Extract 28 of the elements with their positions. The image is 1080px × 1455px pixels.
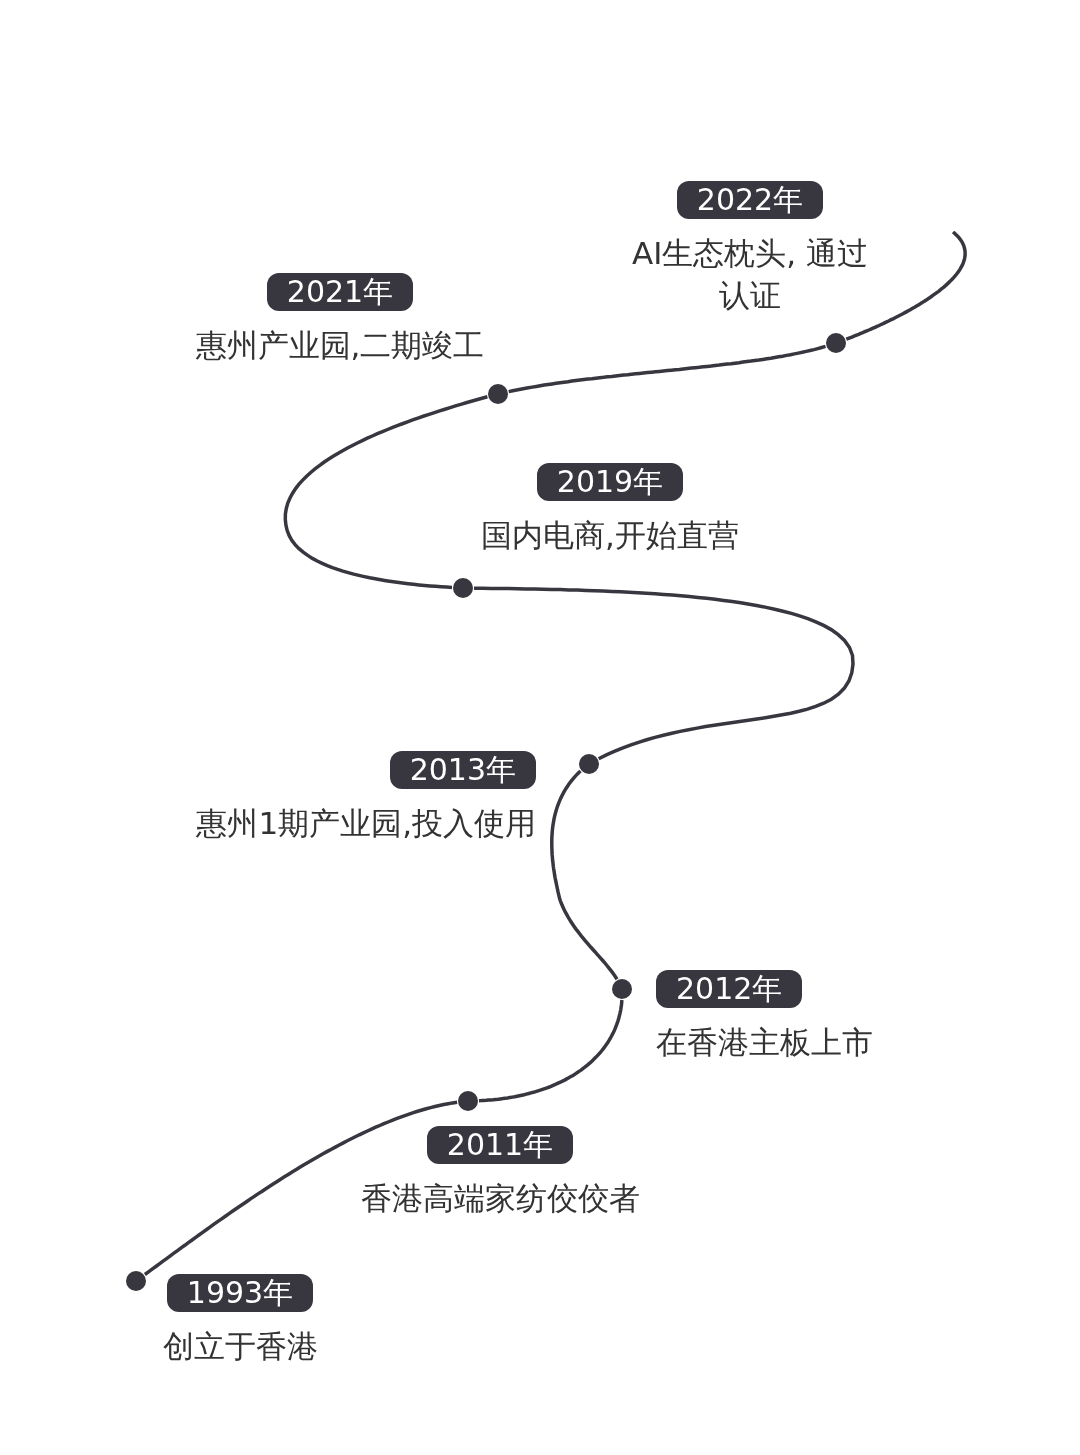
- timeline-curve: [508, 344, 826, 394]
- milestone-text: 创立于香港: [162, 1328, 318, 1364]
- year-badge: 2013年: [389, 751, 536, 789]
- milestone-dot: [453, 578, 473, 598]
- milestone-text: 在香港主板上市: [656, 1024, 873, 1060]
- milestone-text: AI生态枕头, 通过认证: [631, 235, 869, 313]
- milestone-dot: [826, 333, 846, 353]
- year-badge: 2012年: [656, 970, 803, 1008]
- timeline-curve: [143, 1100, 458, 1276]
- milestone-text: 国内电商,开始直营: [481, 517, 739, 553]
- milestone-text: 香港高端家纺佼佼者: [360, 1180, 640, 1216]
- year-badge: 1993年: [166, 1274, 314, 1312]
- timeline-curve: [478, 999, 624, 1103]
- milestone-dot: [126, 1271, 146, 1291]
- timeline-curve: [283, 395, 488, 590]
- milestone-text: 惠州1期产业园,投入使用: [196, 805, 536, 841]
- year-badge: 2022年: [676, 181, 824, 219]
- milestone-dot: [612, 979, 632, 999]
- timeline-curve: [845, 230, 967, 341]
- year-badge: 2011年: [426, 1126, 574, 1164]
- timeline-curve: [474, 586, 855, 761]
- year-badge: 2019年: [536, 463, 684, 501]
- timeline-curve: [550, 769, 619, 981]
- milestone-dot: [488, 384, 508, 404]
- milestone-text: 惠州产业园,二期竣工: [195, 327, 485, 363]
- milestone-dot: [579, 754, 599, 774]
- milestone-dot: [458, 1091, 478, 1111]
- year-badge: 2021年: [266, 273, 414, 311]
